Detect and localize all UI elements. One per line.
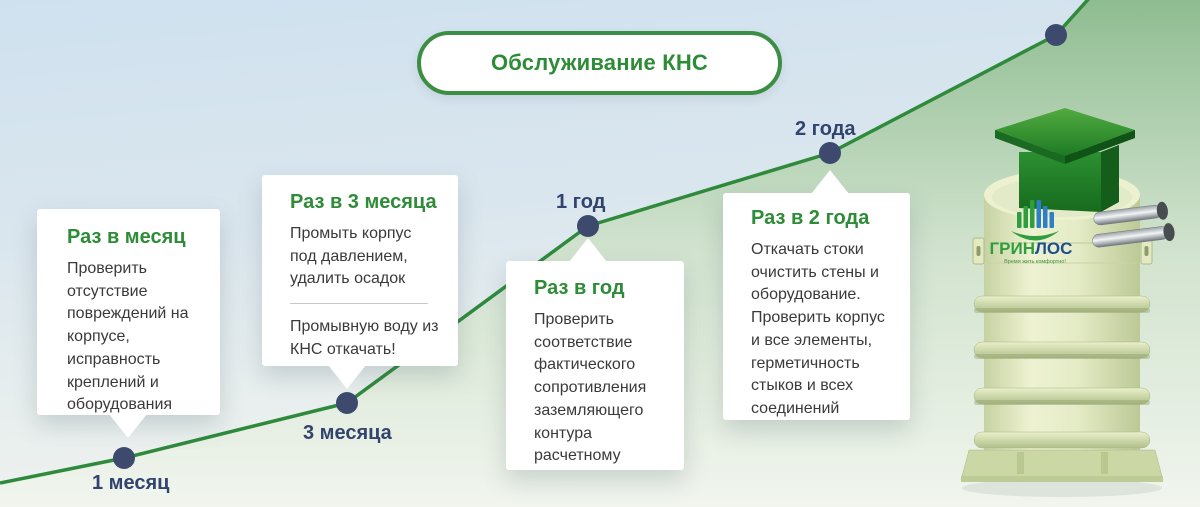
grinlos-logo: ГРИН ЛОС Время жить комфортно!: [990, 200, 1072, 265]
card-yearly-heading: Раз в год: [534, 277, 625, 299]
brand-text-green: ГРИН: [990, 239, 1035, 258]
card-quarterly-body: Промыть корпус под давлением, удалить ос…: [290, 225, 412, 288]
card-biennial-pointer: [811, 170, 849, 194]
card-biennial-heading: Раз в 2 года: [751, 207, 870, 229]
milestone-dot-1-month: [113, 447, 135, 469]
tank-shadow: [962, 479, 1162, 497]
brand-text-blue: ЛОС: [1035, 239, 1072, 258]
brand-tagline: Время жить комфортно!: [1004, 259, 1066, 265]
milestone-label-1-year: 1 год: [556, 191, 606, 213]
card-biennial-body: Откачать стоки очистить стены и оборудов…: [751, 241, 885, 418]
card-yearly-body: Проверить соответствие фактического сопр…: [534, 311, 647, 465]
card-yearly-pointer: [569, 238, 607, 262]
card-quarterly-heading: Раз в 3 месяца: [290, 191, 437, 213]
tank-ribs: [973, 295, 1151, 449]
milestone-dot-2-years: [819, 142, 841, 164]
card-yearly: Раз в год Проверить соответствие фактиче…: [506, 238, 684, 470]
tank-pipes: [1092, 201, 1175, 248]
card-quarterly-note: Промывную воду из КНС откачать!: [290, 318, 439, 358]
card-monthly-body: Проверить отсутствие повреждений на корп…: [67, 260, 189, 414]
card-quarterly-pointer: [328, 365, 366, 389]
card-monthly-pointer: [109, 414, 147, 438]
card-monthly-heading: Раз в месяц: [67, 226, 186, 248]
milestone-label-3-months: 3 месяца: [303, 422, 392, 444]
page-title: Обслуживание КНС: [491, 50, 708, 75]
milestone-label-1-month: 1 месяц: [92, 472, 170, 494]
milestone-dot-1-year: [577, 215, 599, 237]
kns-product-image: ГРИН ЛОС Время жить комфортно!: [960, 108, 1175, 497]
tank-base: [960, 449, 1164, 482]
milestone-dot-3-months: [336, 392, 358, 414]
milestone-label-2-years: 2 года: [795, 118, 856, 140]
card-biennial: Раз в 2 года Откачать стоки очистить сте…: [723, 170, 910, 420]
tank-service-cube: [995, 108, 1135, 212]
card-quarterly-divider: [290, 303, 428, 305]
card-quarterly: Раз в 3 месяца Промыть корпус под давлен…: [262, 175, 458, 389]
card-monthly: Раз в месяц Проверить отсутствие поврежд…: [37, 209, 220, 438]
milestone-dot-top: [1045, 24, 1067, 46]
title-badge: Обслуживание КНС: [417, 31, 782, 95]
buildings-with-arc-icon: [1011, 200, 1059, 241]
